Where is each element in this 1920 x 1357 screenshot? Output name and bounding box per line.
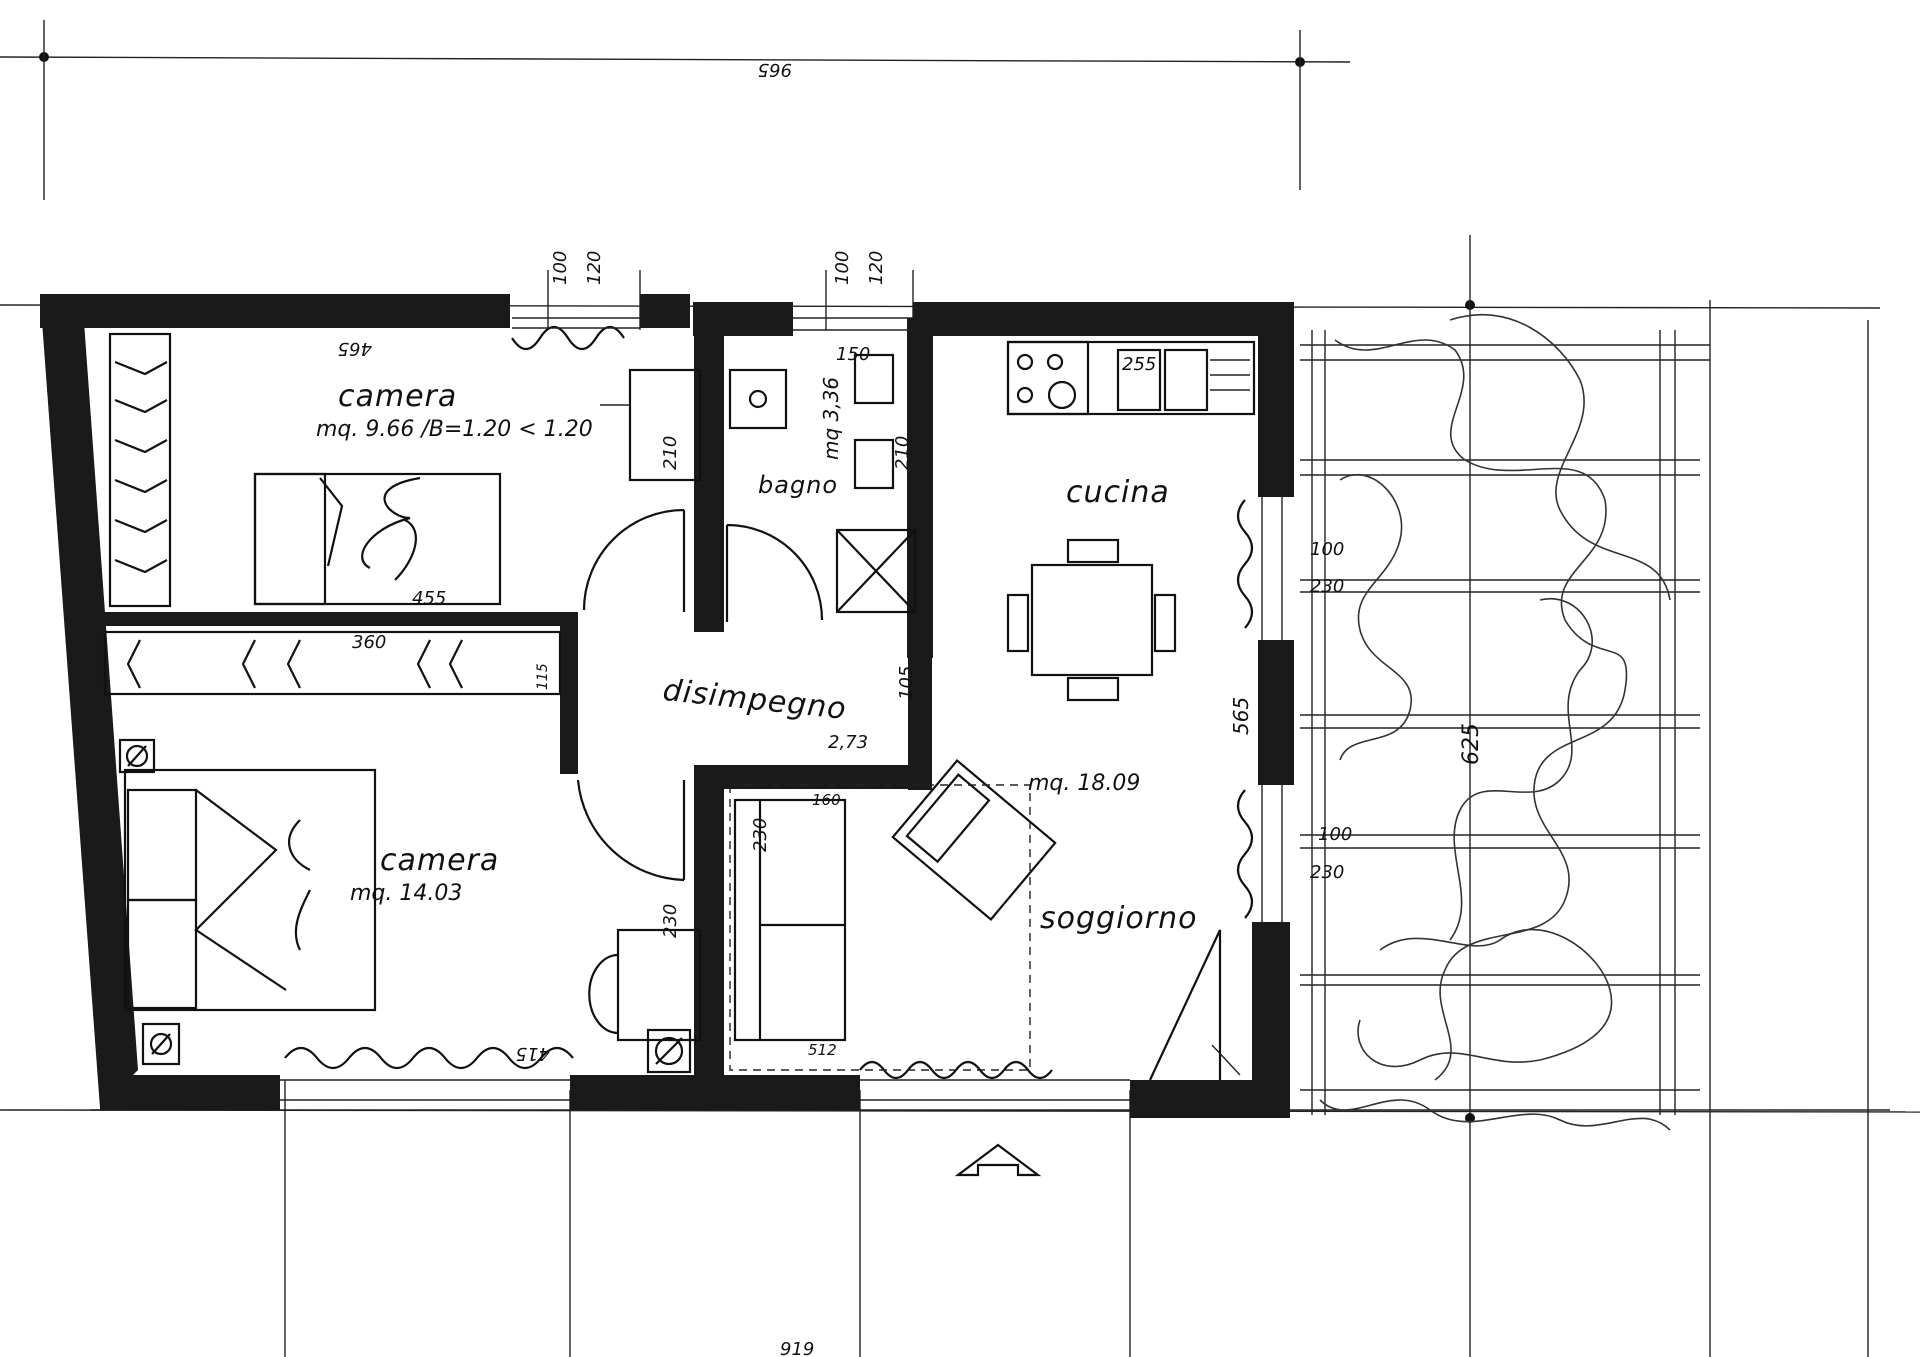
room-label-cucina: cucina [1066,475,1170,510]
room-label-disimpegno: disimpegno [661,673,848,727]
door-swings [576,508,824,882]
dimension-150: 150 [836,344,870,365]
dimension-360: 360 [352,632,386,653]
area-label-disimpegno: 2,73 [828,732,868,753]
dimension-230-b: 230 [660,904,681,938]
area-label-bagno: mq 3,36 [819,377,843,460]
dimension-255: 255 [1122,354,1156,375]
desk-small-room [600,368,702,482]
area-label-camera-small: mq. 9.66 /B=1.20 < 1.20 [316,417,593,442]
room-label-bagno: bagno [758,471,838,499]
dimension-455: 455 [412,588,446,609]
dimension-565: 565 [1229,697,1253,735]
dimension-120-top1: 120 [584,251,605,285]
kitchen-fixtures [1006,340,1256,702]
windows [280,317,1283,1101]
dimension-512: 512 [808,1041,837,1059]
dimension-230-right1: 230 [1310,576,1344,597]
area-label-camera-large: mq. 14.03 [350,881,462,906]
bathroom-fixtures [728,353,917,614]
wardrobe-large-room [103,630,562,696]
dimension-210-a: 210 [660,436,681,470]
dimension-bottom: 919 [780,1339,814,1357]
dimension-625: 625 [1459,723,1484,765]
entrance-arrow [954,1143,1042,1177]
dimension-230-right2: 230 [1310,862,1344,883]
dimension-415: 415 [516,1043,550,1064]
dimension-210-b: 210 [892,436,913,470]
dimension-100-right1: 100 [1310,539,1344,560]
dimension-120-top2: 120 [866,251,887,285]
room-label-camera-large: camera [380,843,499,878]
dimension-100-top1: 100 [550,251,571,285]
bed-double [118,738,377,1066]
area-label-soggiorno: mq. 18.09 [1028,771,1140,796]
walls [40,294,1294,1118]
dimension-top: 965 [758,59,792,80]
reference-lines [0,20,1920,1357]
dimension-100-top2: 100 [832,251,853,285]
room-label-camera-small: camera [338,379,457,414]
dimension-230-a: 230 [750,818,771,852]
living-room-furniture [729,759,1241,1081]
bed-single [253,472,502,606]
wardrobe-small-room [108,332,172,608]
dimension-465: 465 [338,338,372,359]
dimension-160: 160 [812,791,841,809]
desk-large-room [588,928,702,1074]
dimension-100-right2: 100 [1318,824,1352,845]
terrace-garden [1300,314,1710,1131]
room-label-soggiorno: soggiorno [1040,901,1197,936]
dimension-115: 115 [535,663,551,690]
dimension-105: 105 [896,666,917,700]
